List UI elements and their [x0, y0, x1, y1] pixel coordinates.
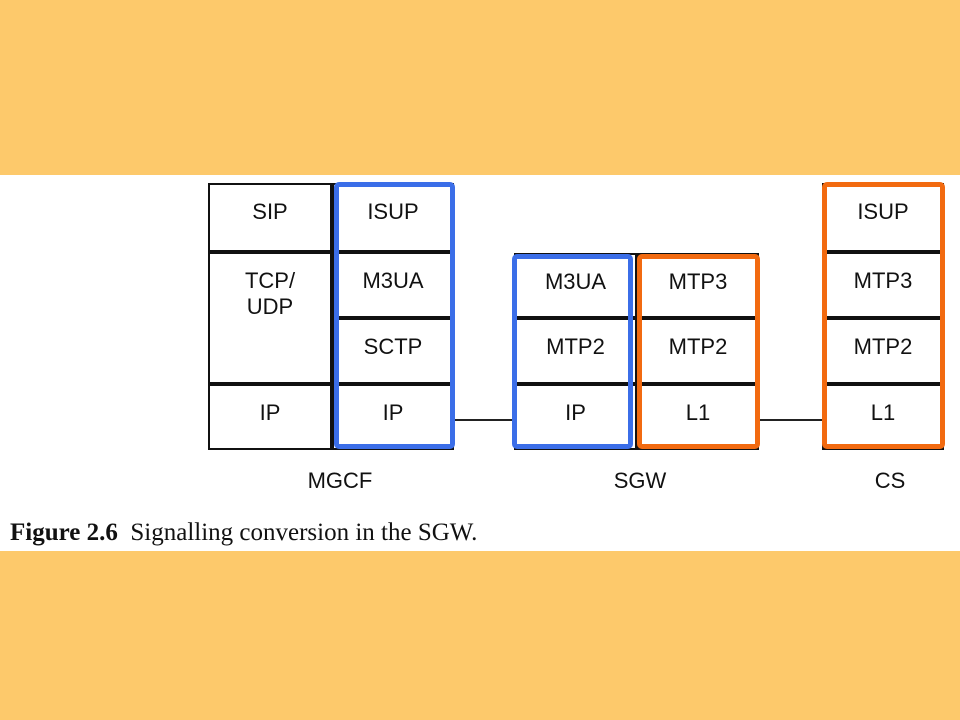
- layer-label: MTP2: [853, 334, 913, 359]
- layer-cell-mgcf-0-1: [208, 252, 332, 384]
- layer-label: IP: [259, 400, 281, 425]
- layer-label: ISUP: [367, 199, 419, 224]
- caption-text: Signalling conversion in the SGW.: [130, 519, 478, 546]
- link-mgcf-sgw: [453, 419, 513, 421]
- node-label-cs: CS: [874, 468, 906, 493]
- layer-label: SIP: [252, 199, 288, 224]
- highlight-frame-blue: [512, 254, 633, 449]
- layer-label: L1: [870, 400, 896, 425]
- layer-label: MTP2: [668, 334, 728, 359]
- highlight-frame-orange: [822, 182, 945, 449]
- highlight-frame-blue: [334, 182, 455, 449]
- layer-label: IP: [382, 400, 404, 425]
- highlight-frame-orange: [637, 254, 760, 449]
- caption-number: Figure 2.6: [10, 519, 118, 546]
- layer-label: MTP3: [668, 269, 728, 294]
- layer-label: IP: [565, 400, 586, 425]
- layer-label: MTP2: [546, 334, 605, 359]
- layer-label: M3UA: [544, 269, 607, 294]
- layer-label: SCTP: [363, 334, 423, 359]
- layer-label: L1: [685, 400, 711, 425]
- layer-label: MTP3: [853, 268, 913, 293]
- layer-label: ISUP: [857, 199, 909, 224]
- link-sgw-cs: [759, 419, 822, 421]
- node-label-sgw: SGW: [613, 468, 667, 493]
- layer-label: TCP/ UDP: [244, 268, 296, 319]
- layer-cell-mgcf-0-0: [208, 183, 332, 252]
- node-label-mgcf: MGCF: [307, 468, 373, 493]
- figure-caption: Figure 2.6 Signalling conversion in the …: [10, 519, 477, 547]
- layer-label: M3UA: [362, 268, 424, 293]
- layer-cell-mgcf-0-2: [208, 384, 332, 450]
